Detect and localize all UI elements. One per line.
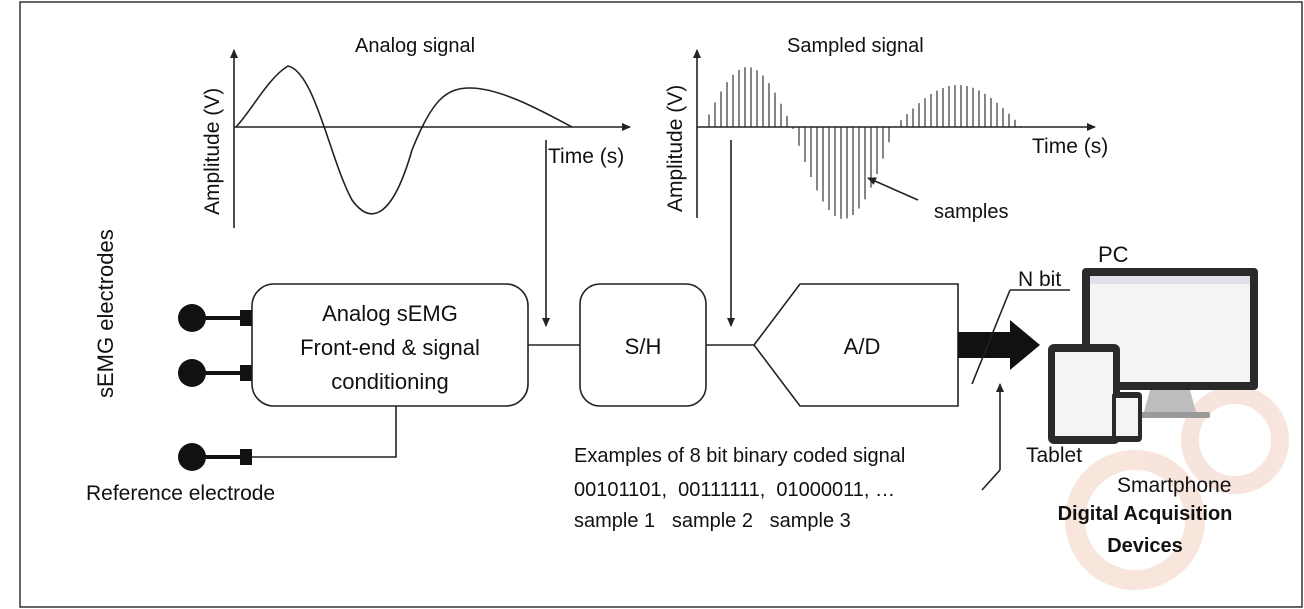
analog-plot-title: Analog signal [355,35,475,57]
sampled-y-axis-label: Amplitude (V) [664,85,687,212]
analog-signal-plot: Analog signal Amplitude (V) Time (s) [201,35,631,228]
frontend-label-line3: conditioning [331,369,448,394]
electrode-2 [178,359,252,387]
outer-border [19,1,1303,608]
binary-example-samples: sample 1 sample 2 sample 3 [574,510,851,532]
sampled-x-axis-label: Time (s) [1032,135,1108,158]
analog-waveform [235,65,573,215]
smartphone-device [1112,392,1142,442]
adc-label: A/D [844,334,881,359]
pc-label: PC [1098,242,1129,267]
analog-x-axis-label: Time (s) [548,145,624,168]
electrode-1 [178,304,252,332]
output-bus-arrow [958,320,1040,370]
smartphone-label: Smartphone [1117,474,1231,497]
frontend-label-line2: Front-end & signal [300,335,480,360]
analog-y-axis-label: Amplitude (V) [201,88,224,215]
sample-hold-label: S/H [625,334,662,359]
devices-group-label-line1: Digital Acquisition [1058,503,1233,525]
binary-pointer-arrow [981,469,1001,491]
watermark [1065,386,1289,590]
sample-stems [708,67,1022,219]
tablet-label: Tablet [1026,444,1082,467]
reference-electrode [178,443,252,471]
reference-wire [252,406,397,458]
reference-electrode-label: Reference electrode [86,482,275,505]
binary-example-codes: 00101101, 00111111, 01000011, … [574,479,895,501]
samples-annotation: samples [934,201,1008,223]
bus-slash [971,289,1011,385]
tablet-device [1048,344,1120,444]
samples-pointer [867,177,919,201]
sampled-signal-plot: Sampled signal Amplitude (V) Time (s) sa… [664,35,1108,223]
semg-electrodes-label: sEMG electrodes [93,229,118,398]
sampled-plot-title: Sampled signal [787,35,924,57]
binary-example-title: Examples of 8 bit binary coded signal [574,445,905,467]
bus-label: N bit [1018,268,1061,291]
frontend-label-line1: Analog sEMG [322,301,458,326]
devices-group-label-line2: Devices [1107,535,1183,557]
